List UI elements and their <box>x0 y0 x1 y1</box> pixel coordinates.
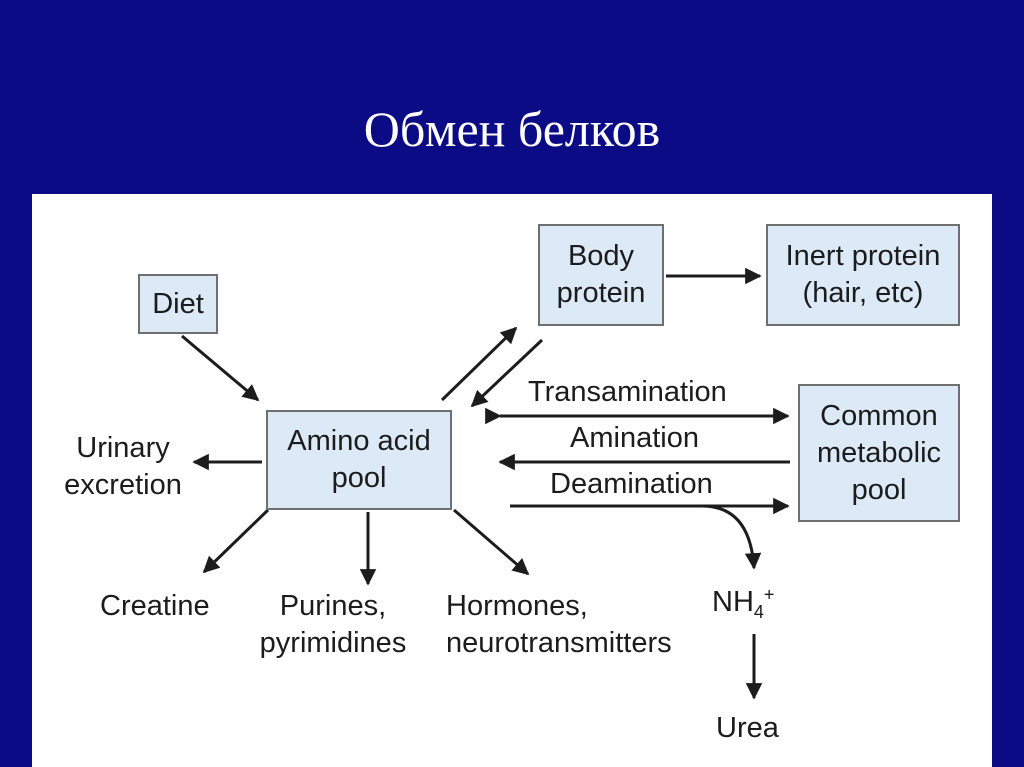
inert-protein-line-1: Inert protein <box>785 240 941 272</box>
nh4-base: NH <box>712 586 754 618</box>
amino-acid-pool-line-1: Amino acid <box>287 425 431 457</box>
inert-protein-line-2: (hair, etc) <box>802 277 924 309</box>
arrow-pool-to-body-protein <box>440 326 518 402</box>
arrow-deamination-to-nh4 <box>701 504 762 570</box>
arrow-pool-to-hormones <box>453 508 530 576</box>
hormones-line-2: neurotransmitters <box>446 627 672 659</box>
common-metabolic-pool-line-3: pool <box>851 473 907 506</box>
amino-acid-pool-box: Amino acid pool <box>266 410 452 510</box>
slide-title: Обмен белков <box>363 101 661 157</box>
common-metabolic-pool-line-2: metabolic <box>816 436 942 469</box>
common-metabolic-pool-box: Common metabolic pool <box>798 384 960 522</box>
nh4-charge: + <box>763 584 775 605</box>
nh4-label: NH4+ <box>712 584 774 621</box>
arrow-layer <box>181 267 790 700</box>
purines-pyrimidines-label: Purines, pyrimidines <box>238 588 428 662</box>
body-protein-line-2: protein <box>556 277 646 309</box>
inert-protein-box: Inert protein (hair, etc) <box>766 224 960 326</box>
hormones-neurotransmitters-label: Hormones, neurotransmitters <box>446 588 672 662</box>
transamination-label: Transamination <box>528 376 727 408</box>
urinary-excretion-line-2: excretion <box>64 469 182 501</box>
arrow-body-protein-to-pool <box>470 338 544 408</box>
diagram-panel: Diet Body protein Inert protein (hair, e… <box>32 194 992 767</box>
arrow-pool-to-creatine <box>202 508 270 574</box>
creatine-label: Creatine <box>100 590 210 622</box>
body-protein-box: Body protein <box>538 224 664 326</box>
amination-label: Amination <box>570 422 699 454</box>
urinary-excretion-label: Urinary excretion <box>48 430 198 504</box>
amino-acid-pool-line-2: pool <box>331 462 387 494</box>
nh4-subscript: 4 <box>753 601 764 622</box>
purines-line-1: Purines, <box>279 590 387 622</box>
diet-box: Diet <box>138 274 218 334</box>
urea-label: Urea <box>716 712 779 744</box>
urinary-excretion-line-1: Urinary <box>76 432 170 464</box>
purines-line-2: pyrimidines <box>259 627 407 659</box>
arrow-diet-to-pool <box>181 334 260 402</box>
diet-label: Diet <box>152 287 204 320</box>
body-protein-line-1: Body <box>567 240 635 272</box>
hormones-line-1: Hormones, <box>446 590 588 622</box>
deamination-label: Deamination <box>550 468 713 500</box>
common-metabolic-pool-line-1: Common <box>820 399 938 432</box>
